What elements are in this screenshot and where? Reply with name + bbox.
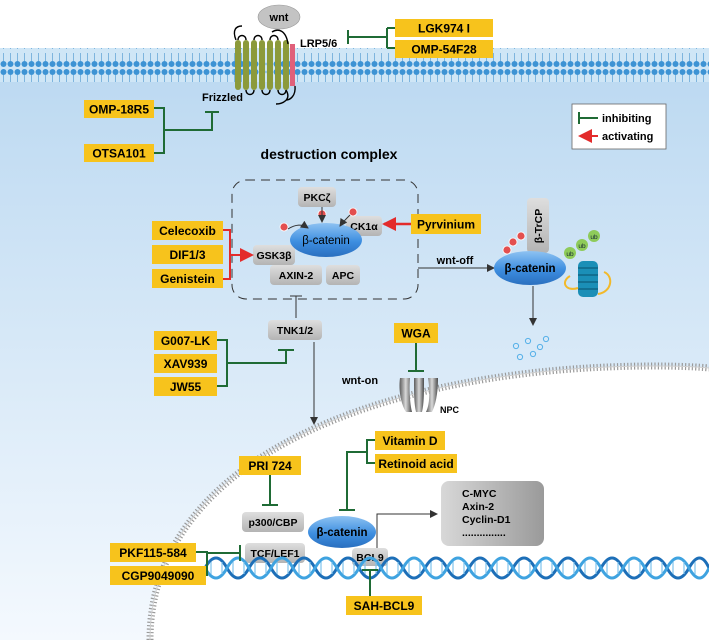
tnk-inhibition-line xyxy=(217,339,294,387)
drug-retinoid-label: Retinoid acid xyxy=(378,457,453,471)
drug-sahbcl9[interactable] xyxy=(346,596,422,615)
wnt-label: wnt xyxy=(269,12,289,24)
drug-g007[interactable] xyxy=(154,331,217,350)
svg-text:ub: ub xyxy=(590,234,598,241)
frizzled-label: Frizzled xyxy=(202,92,243,104)
drug-dif[interactable] xyxy=(152,245,223,264)
phospho-marks xyxy=(279,207,358,232)
axin2-box xyxy=(270,265,322,285)
bcatenin-degraded xyxy=(494,251,566,285)
wnt-ligand xyxy=(257,4,301,30)
target-gene-3: Cyclin-D1 xyxy=(462,514,511,526)
drug-wga-label: WGA xyxy=(401,327,431,341)
drug-jw55[interactable] xyxy=(154,377,217,396)
drug-lgk974-label: LGK974 I xyxy=(418,22,470,36)
ck1a-label: CK1α xyxy=(350,221,378,233)
drug-retinoid[interactable] xyxy=(375,454,457,473)
drug-omp18r5-label: OMP-18R5 xyxy=(89,103,149,117)
bcatenin-nuclear-label: β-catenin xyxy=(316,527,367,539)
frizzled-receptor xyxy=(233,25,289,105)
p300-inhibition-line xyxy=(262,475,278,506)
tcf-label: TCF/LEF1 xyxy=(251,548,300,560)
wnt-on-label: wnt-on xyxy=(341,375,378,387)
drug-sahbcl9-label: SAH-BCL9 xyxy=(354,599,415,613)
drug-xav939[interactable] xyxy=(154,354,217,373)
apc-box xyxy=(326,265,360,285)
destruction-complex-title: destruction complex xyxy=(261,146,398,162)
proteasome xyxy=(563,261,612,297)
drug-pyrvinium-label: Pyrvinium xyxy=(417,218,475,232)
drug-otsa101-label: OTSA101 xyxy=(92,147,146,161)
drug-cgp[interactable] xyxy=(110,566,206,585)
bcl9-inhibition-line xyxy=(362,569,378,596)
cell-membrane xyxy=(0,48,709,82)
drug-omp54f28-label: OMP-54F28 xyxy=(411,43,477,57)
bcatenin-nuclear xyxy=(308,516,376,548)
dna-helix xyxy=(203,556,709,580)
drug-otsa101[interactable] xyxy=(84,144,154,162)
target-gene-2: Axin-2 xyxy=(462,501,494,513)
npc-icon xyxy=(399,378,438,412)
tnk-label: TNK1/2 xyxy=(277,325,313,337)
npc-label: NPC xyxy=(440,405,460,415)
gsk3b-box xyxy=(253,245,295,265)
p300-label: p300/CBP xyxy=(248,517,297,529)
gsk3b-label: GSK3β xyxy=(256,250,292,262)
axin2-label: AXIN-2 xyxy=(279,270,314,282)
drug-pyrvinium[interactable] xyxy=(411,214,481,234)
target-gene-4: ............... xyxy=(462,527,506,539)
bcatenin-complex xyxy=(290,223,362,257)
drug-celecoxib-label: Celecoxib xyxy=(159,224,216,238)
drug-omp18r5[interactable] xyxy=(84,100,154,118)
p300-box xyxy=(242,512,304,532)
destruction-complex-box xyxy=(231,179,419,300)
bcatenin-complex-label: β-catenin xyxy=(302,235,350,247)
wnt-off-label: wnt-off xyxy=(436,255,474,267)
drug-pkf[interactable] xyxy=(110,543,196,562)
pkcz-box xyxy=(298,187,336,207)
drug-g007-label: G007-LK xyxy=(161,334,211,348)
tnk-box xyxy=(268,320,322,340)
lrp-receptor xyxy=(271,29,296,101)
drug-xav939-label: XAV939 xyxy=(164,357,208,371)
lrp-label: LRP5/6 xyxy=(300,38,337,50)
legend: inhibiting activating xyxy=(571,103,667,150)
drug-vitd[interactable] xyxy=(375,431,445,450)
npc-inhibition-line xyxy=(408,343,424,372)
drug-lgk974[interactable] xyxy=(395,19,493,37)
bcatenin-inhibition-line xyxy=(339,439,375,511)
pkcz-label: PKCζ xyxy=(303,192,330,204)
drug-wga[interactable] xyxy=(394,323,438,343)
drug-omp54f28[interactable] xyxy=(395,40,493,58)
phospho-marks-off xyxy=(502,231,526,255)
target-gene-1: C-MYC xyxy=(462,488,497,500)
svg-text:ub: ub xyxy=(578,243,586,250)
drug-genistein-label: Genistein xyxy=(160,272,215,286)
svg-text:ub: ub xyxy=(566,251,574,258)
btrcp-label: β-TrCP xyxy=(533,209,545,243)
btrcp-box xyxy=(527,198,549,253)
drug-celecoxib[interactable] xyxy=(152,221,223,240)
ubiquitin-chain: ub ub ub xyxy=(564,230,600,259)
drug-dif-label: DIF1/3 xyxy=(169,248,205,262)
lgk974-group xyxy=(347,27,397,49)
target-genes-box xyxy=(441,481,544,546)
frizzled-inhibition-line xyxy=(154,107,219,154)
bcatenin-degraded-label: β-catenin xyxy=(504,263,555,275)
tcf-inhibition-line xyxy=(196,545,241,576)
drug-pri724[interactable] xyxy=(239,456,301,475)
drug-pri724-label: PRI 724 xyxy=(248,459,292,473)
apc-label: APC xyxy=(332,270,355,282)
drug-genistein[interactable] xyxy=(152,269,223,288)
drug-vitd-label: Vitamin D xyxy=(382,434,437,448)
legend-activating: activating xyxy=(602,131,653,143)
legend-inhibiting: inhibiting xyxy=(602,113,651,125)
drug-pkf-label: PKF115-584 xyxy=(119,546,187,560)
drug-jw55-label: JW55 xyxy=(170,380,202,394)
drug-cgp-label: CGP9049090 xyxy=(122,569,195,583)
degraded-fragments xyxy=(512,335,550,361)
